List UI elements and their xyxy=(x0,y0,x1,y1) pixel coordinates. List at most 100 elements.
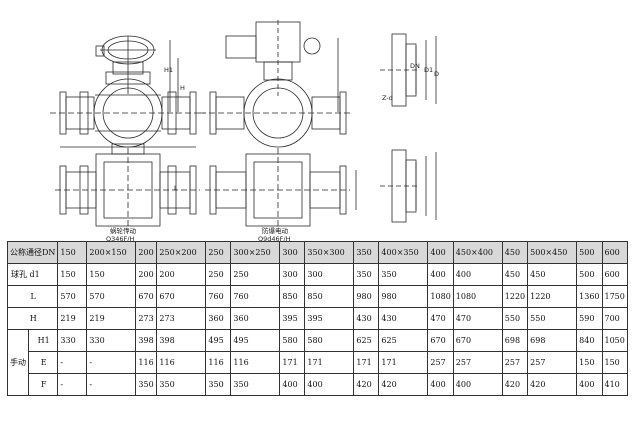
table-cell: 171 xyxy=(378,351,429,374)
table-cell: 470 xyxy=(452,307,503,330)
table-cell: 550 xyxy=(527,307,578,330)
table-cell: 150 xyxy=(57,263,88,286)
table-row: F - - 350 350 350 350 400 400 420 420 40… xyxy=(8,373,628,396)
table-cell: 400 xyxy=(279,373,306,396)
table-cell: 398 xyxy=(156,329,207,352)
table-row: 手动 H1 330 330 398 398 495 495 580 580 62… xyxy=(7,329,628,396)
table-cell: 150 xyxy=(86,263,137,286)
table-cell: 116 xyxy=(135,351,158,374)
worm-gear-valve-top-view xyxy=(55,148,200,232)
worm-gear-valve-front-view xyxy=(50,35,205,155)
dim-d1: D1 xyxy=(424,66,433,74)
dim-d: D xyxy=(434,70,439,78)
table-cell: 760 xyxy=(205,285,232,308)
dn-cell: 300 xyxy=(279,241,306,264)
dn-cell: 600 xyxy=(601,241,628,264)
table-cell: 698 xyxy=(527,329,578,352)
table-cell: 1220 xyxy=(527,285,578,308)
table-cell: 116 xyxy=(156,351,207,374)
table-cell: 430 xyxy=(353,307,380,330)
table-cell: 570 xyxy=(57,285,88,308)
dn-cell: 350×300 xyxy=(304,241,355,264)
dn-cell: 250×200 xyxy=(156,241,207,264)
table-cell: 625 xyxy=(378,329,429,352)
table-cell: 600 xyxy=(601,263,628,286)
caption-electric: 防爆电动 xyxy=(262,226,289,235)
table-cell: 1750 xyxy=(601,285,628,308)
dim-l: L xyxy=(174,184,178,192)
table-cell: 219 xyxy=(86,307,137,330)
table-cell: 273 xyxy=(156,307,207,330)
table-cell: 350 xyxy=(378,263,429,286)
caption-electric-model: Q9d46F/H xyxy=(258,235,291,243)
table-cell: 450 xyxy=(501,263,529,286)
table-cell: 850 xyxy=(279,285,306,308)
electric-valve-front-view xyxy=(200,20,352,148)
table-cell: - xyxy=(86,351,137,374)
caption-worm-gear-model: Q346F/H xyxy=(106,235,134,243)
flange-detail-bottom xyxy=(380,149,437,223)
table-cell: 171 xyxy=(279,351,306,374)
dn-cell: 400 xyxy=(427,241,454,264)
table-cell: 257 xyxy=(501,351,529,374)
table-cell: 395 xyxy=(304,307,355,330)
dn-label-cell: 公称通径DN xyxy=(6,241,59,264)
table-cell: 495 xyxy=(205,329,232,352)
table-cell: - xyxy=(86,373,137,396)
table-row: E - - 116 116 116 116 171 171 171 171 25… xyxy=(8,351,628,374)
dim-h: H xyxy=(180,84,185,92)
table-cell: 430 xyxy=(378,307,429,330)
table-cell: 200 xyxy=(156,263,207,286)
dn-cell: 500 xyxy=(576,241,603,264)
table-cell: 670 xyxy=(156,285,207,308)
table-cell: 330 xyxy=(86,329,137,352)
dn-cell: 450 xyxy=(501,241,529,264)
table-cell: 330 xyxy=(57,329,88,352)
table-cell: 840 xyxy=(576,329,603,352)
dn-cell: 200×150 xyxy=(86,241,137,264)
table-header-row: 公称通径DN 150 200×150 200 250×200 250 300×2… xyxy=(6,241,628,264)
table-cell: 420 xyxy=(353,373,380,396)
table-cell: 395 xyxy=(279,307,306,330)
table-cell: 350 xyxy=(205,373,232,396)
table-cell: - xyxy=(57,373,88,396)
table-cell: 250 xyxy=(205,263,232,286)
table-cell: 150 xyxy=(601,351,628,374)
table-cell: 400 xyxy=(452,373,503,396)
table-cell: 670 xyxy=(135,285,158,308)
table-cell: 495 xyxy=(230,329,281,352)
row-label: 球孔 d1 xyxy=(6,263,59,286)
table-cell: 257 xyxy=(527,351,578,374)
table-cell: 410 xyxy=(601,373,628,396)
table-cell: 273 xyxy=(135,307,158,330)
table-cell: 570 xyxy=(86,285,137,308)
table-cell: 700 xyxy=(601,307,628,330)
table-cell: 400 xyxy=(452,263,503,286)
electric-valve-top-view xyxy=(205,148,357,232)
table-cell: 400 xyxy=(427,263,454,286)
table-cell: 350 xyxy=(156,373,207,396)
table-cell: 670 xyxy=(452,329,503,352)
dn-cell: 300×250 xyxy=(230,241,281,264)
table-cell: 398 xyxy=(135,329,158,352)
table-cell: 171 xyxy=(304,351,355,374)
table-row: L 570 570 670 670 760 760 850 850 980 98… xyxy=(6,285,628,308)
table-cell: 980 xyxy=(378,285,429,308)
table-cell: 257 xyxy=(452,351,503,374)
dn-cell: 350 xyxy=(353,241,380,264)
table-cell: 1360 xyxy=(576,285,603,308)
table-cell: 400 xyxy=(304,373,355,396)
table-cell: 580 xyxy=(304,329,355,352)
caption-worm-gear: 蜗轮传动 xyxy=(110,226,137,235)
table-cell: 360 xyxy=(205,307,232,330)
table-row: H 219 219 273 273 360 360 395 395 430 43… xyxy=(6,307,628,330)
table-row: 球孔 d1 150 150 200 200 250 250 300 300 35… xyxy=(6,263,628,286)
dn-cell: 250 xyxy=(205,241,232,264)
table-cell: 300 xyxy=(304,263,355,286)
table-cell: 116 xyxy=(230,351,281,374)
flange-detail-top xyxy=(380,33,437,107)
dim-dn: DN xyxy=(410,62,420,70)
table-cell: 257 xyxy=(427,351,454,374)
table-cell: 670 xyxy=(427,329,454,352)
table-cell: 420 xyxy=(378,373,429,396)
